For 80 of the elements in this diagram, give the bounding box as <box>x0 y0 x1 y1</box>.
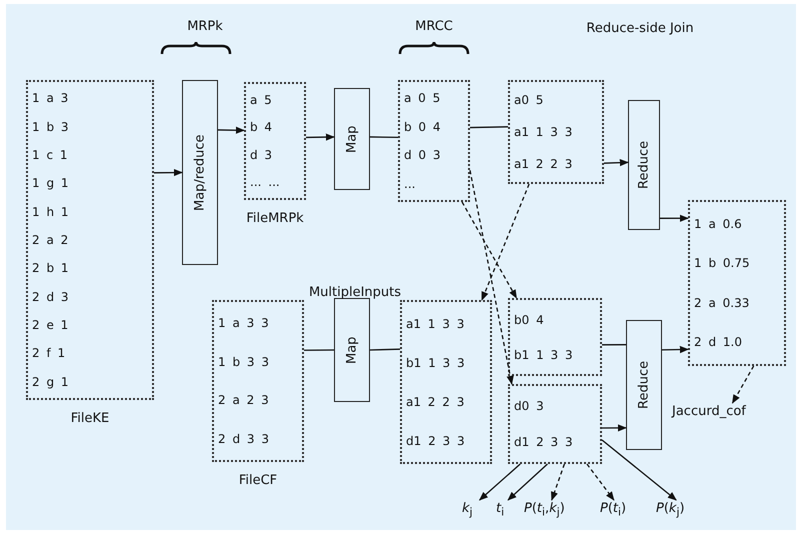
table-row-text: 1 h 1 <box>32 204 70 220</box>
symbol-label: P(t$_{i}$,k$_{j}$) <box>524 500 590 524</box>
table-row-text: 2 a 2 3 <box>218 392 270 408</box>
table-row-text: a1 1 3 3 <box>514 124 574 140</box>
table-row-text: 2 d 3 <box>32 288 70 305</box>
table-caption: FileCF <box>238 472 278 490</box>
table-caption: FileMRPk <box>245 210 305 228</box>
table-row-text: 2 f 1 <box>32 345 66 362</box>
table-row-text: a 5 <box>250 92 273 108</box>
arrow <box>306 133 335 141</box>
data-table <box>508 384 602 464</box>
table-row-text: 2 b 1 <box>32 260 70 276</box>
process-box: Map <box>334 298 370 402</box>
data-table <box>244 82 306 200</box>
symbol-label: P(k$_{j}$) <box>656 500 704 524</box>
data-table <box>26 80 154 400</box>
data-table <box>212 300 304 462</box>
symbol-label: P(t$_{i}$) <box>600 500 642 524</box>
table-row-text: 1 c 1 <box>32 146 68 163</box>
table-row-text: 2 e 1 <box>32 317 70 334</box>
arrow <box>469 170 514 385</box>
table-row-text: 1 g 1 <box>32 175 70 192</box>
process-box: Map <box>334 88 370 190</box>
table-row-text: d 0 3 <box>404 147 442 164</box>
process-box: Map/reduce <box>182 80 218 265</box>
leader-line <box>551 464 566 501</box>
table-row-text: 1 b 0.75 <box>694 255 751 272</box>
table-row-text: 2 a 2 <box>32 232 70 248</box>
table-row-text: b1 1 3 3 <box>406 354 466 370</box>
symbol-label: t$_{i}$ <box>496 500 518 524</box>
table-row-text: b 4 <box>250 119 274 136</box>
result-label: Jaccurd_cof <box>672 403 782 423</box>
table-row-text: a1 1 3 3 <box>406 316 466 332</box>
arrow <box>602 424 627 432</box>
annotation-label: MRCC <box>414 18 454 36</box>
annotation-label: Reduce-side Join <box>585 20 695 38</box>
arrow <box>660 214 689 222</box>
annotation-label: MRPk <box>186 18 224 36</box>
arrow <box>604 159 629 166</box>
data-table <box>508 80 604 184</box>
table-row-text: ... ... <box>250 174 281 190</box>
table-row-text: d 3 <box>250 146 274 163</box>
arrow <box>218 126 245 134</box>
leader-line <box>586 464 614 501</box>
table-caption: FileKE <box>70 410 110 428</box>
data-table <box>508 298 602 376</box>
table-row-text: 1 a 3 <box>32 90 70 106</box>
table-row-text: a0 5 <box>514 92 544 108</box>
data-table <box>398 80 470 202</box>
table-row-text: 2 d 3 3 <box>218 430 270 447</box>
arrow <box>154 168 183 176</box>
process-box: Reduce <box>628 100 660 230</box>
leader-line <box>602 440 677 501</box>
table-row-text: a 0 5 <box>404 90 442 106</box>
arrow <box>481 184 530 301</box>
leader-line <box>732 366 754 404</box>
table-row-text: ... <box>404 176 416 192</box>
table-row-text: 1 b 3 3 <box>218 354 270 370</box>
arrow <box>462 202 518 299</box>
table-row-text: 1 b 3 <box>32 118 70 135</box>
table-row-text: 1 a 3 3 <box>218 315 270 332</box>
leader-line <box>507 464 548 501</box>
table-row-text: b1 1 3 3 <box>514 346 574 362</box>
data-table <box>688 200 786 366</box>
data-table <box>400 300 492 464</box>
arrow <box>662 346 689 354</box>
table-row-text: 2 g 1 <box>32 374 70 390</box>
table-row-text: 2 d 1.0 <box>694 334 743 350</box>
symbol-label: k$_{j}$ <box>462 500 484 524</box>
table-row-text: d1 2 3 3 <box>406 432 466 448</box>
table-row-text: a1 2 2 3 <box>406 394 466 410</box>
table-row-text: 2 a 0.33 <box>694 294 750 311</box>
table-row-text: b0 4 <box>514 312 545 328</box>
table-row-text: d0 3 <box>514 398 545 414</box>
leader-line <box>478 464 521 501</box>
process-box: Reduce <box>626 320 662 450</box>
table-row-text: 1 a 0.6 <box>694 216 743 232</box>
table-row-text: a1 2 2 3 <box>514 156 574 172</box>
table-row-text: d1 2 3 3 <box>514 434 574 450</box>
table-row-text: b 0 4 <box>404 118 442 135</box>
